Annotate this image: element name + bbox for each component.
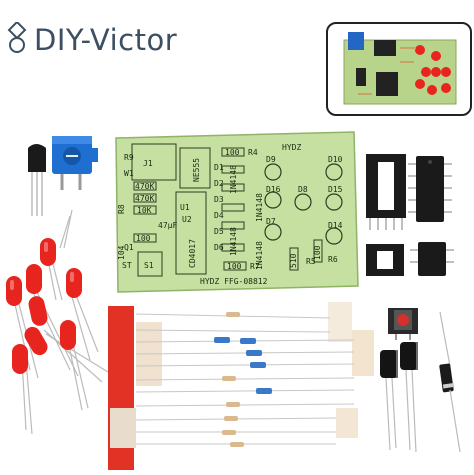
label-r470k-2: 470K [135, 194, 154, 203]
label-r8: R8 [117, 204, 126, 214]
brand-logo: DIY-Victor [6, 20, 177, 60]
label-1n4148-4: 1N4148 [255, 241, 264, 270]
label-r4: R4 [248, 148, 258, 157]
label-j1: J1 [143, 159, 153, 168]
diamond-ring-logo-icon [6, 20, 28, 59]
resistor-bundle [108, 302, 374, 470]
label-d4: D4 [214, 211, 224, 220]
label-d3: D3 [214, 195, 224, 204]
label-u1: U1 [180, 203, 190, 212]
ic-chip-16pin [408, 156, 452, 222]
label-d15: D15 [328, 185, 343, 194]
diode-component [439, 311, 461, 453]
red-leds [6, 209, 109, 435]
label-d10: D10 [328, 155, 343, 164]
label-d2: D2 [214, 179, 224, 188]
label-r7: R7 [250, 262, 260, 271]
electrolytic-capacitors [380, 342, 418, 453]
label-510: 510 [289, 253, 298, 268]
main-pcb: J1 HYDZ CD4017 U1 NE555 U2 100 R4 [115, 131, 359, 293]
label-r470k-1: 470K [135, 182, 154, 191]
label-r100-2: 100 [136, 234, 151, 243]
label-1n4148-1: 1N4148 [229, 165, 238, 194]
label-d5: D5 [214, 227, 224, 236]
ic-socket-16pin [366, 154, 406, 230]
pcb-title: HYDZ [282, 143, 301, 152]
label-c47: 47μF [158, 221, 177, 230]
assembled-board-inset [326, 22, 472, 116]
label-u2: U2 [182, 215, 192, 224]
ic-socket-8pin [366, 244, 404, 276]
label-d6: D6 [214, 243, 224, 252]
transistor-component [28, 144, 46, 216]
push-button-component [388, 308, 418, 340]
label-r100-3: 100 [227, 262, 242, 271]
label-r10k: 10K [137, 206, 152, 215]
label-d9: D9 [266, 155, 276, 164]
chip-label-ne555: NE555 [192, 158, 201, 182]
brand-name: DIY-Victor [34, 23, 178, 57]
label-q1: Q1 [124, 243, 134, 252]
label-r5: R5 [306, 257, 316, 266]
chip-label-cd4017: CD4017 [188, 239, 197, 268]
label-w1: W1 [124, 169, 134, 178]
label-d16: D16 [266, 185, 281, 194]
label-r9: R9 [124, 153, 134, 162]
label-s1: S1 [144, 261, 154, 270]
label-c104: 104 [117, 245, 126, 260]
ic-chip-8pin [410, 242, 454, 276]
label-d1: D1 [214, 163, 224, 172]
potentiometer-component [52, 136, 98, 190]
label-st: ST [122, 261, 132, 270]
label-d7: D7 [266, 217, 276, 226]
label-1n4148-3: 1N4148 [229, 227, 238, 256]
label-r100-1: 100 [225, 148, 240, 157]
label-r6: R6 [328, 255, 338, 264]
label-100b: 100 [313, 245, 322, 260]
label-1n4148-2: 1N4148 [255, 193, 264, 222]
label-d8: D8 [298, 185, 308, 194]
label-d14: D14 [328, 221, 343, 230]
pcb-footer: HYDZ FFG-08812 [200, 277, 268, 286]
